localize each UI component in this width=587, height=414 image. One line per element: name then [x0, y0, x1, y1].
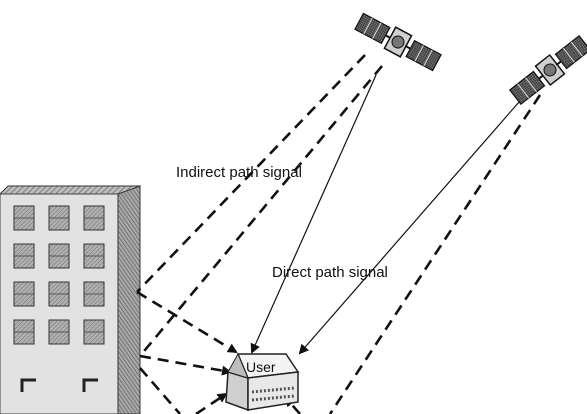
receiver-left-face [225, 371, 249, 412]
door-right [82, 378, 98, 392]
indirect-path-signals [136, 54, 542, 414]
building-side [117, 185, 141, 414]
door-left [20, 378, 36, 392]
direct-signal-line-1 [250, 74, 377, 354]
indirect-signal-incoming-2 [139, 65, 383, 357]
direct-path-label: Direct path signal [272, 264, 388, 281]
direct-path-signals [250, 74, 534, 355]
indirect-signal-reflected-2 [139, 354, 232, 376]
satellite-icon [508, 34, 587, 106]
building-windows [13, 205, 105, 345]
receiver-vents [251, 394, 295, 402]
satellite-icon [354, 12, 442, 72]
building [0, 185, 142, 414]
direct-signal-line-2 [298, 85, 534, 355]
receiver-bevel [227, 352, 249, 379]
user-label: User [246, 359, 276, 375]
user-receiver: User [225, 352, 300, 412]
indirect-signal-ground-2 [195, 392, 228, 414]
receiver-vents [251, 386, 295, 394]
indirect-signal-ground-1 [139, 367, 181, 414]
indirect-signal-reflected-3 [284, 396, 301, 414]
building-roof [0, 185, 142, 195]
indirect-signal-incoming-1 [136, 54, 366, 293]
indirect-signal-reflected-1 [136, 290, 238, 354]
indirect-signal-incoming-3 [328, 94, 542, 414]
indirect-path-label: Indirect path signal [176, 164, 302, 181]
